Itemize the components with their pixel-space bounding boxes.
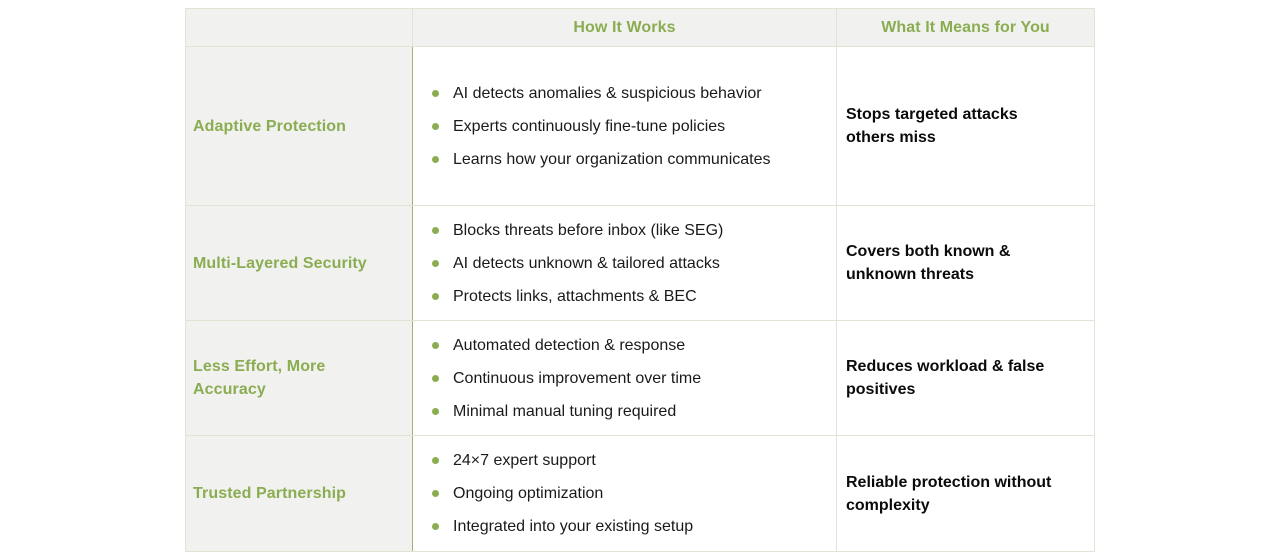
bullet-text: Experts continuously fine-tune policies (453, 117, 726, 135)
bullet-icon (432, 374, 439, 382)
bullet-icon (432, 155, 439, 163)
benefit-text: Stops targeted attacks others miss (846, 106, 1018, 146)
list-item: Minimal manual tuning required (432, 401, 830, 422)
how-it-works-cell: Blocks threats before inbox (like SEG) A… (412, 205, 837, 321)
benefit-text: Reduces workload & false positives (846, 358, 1045, 398)
feature-cell: Multi-Layered Security (185, 205, 413, 321)
bullet-text: AI detects anomalies & suspicious behavi… (453, 84, 762, 102)
bullet-icon (432, 292, 439, 300)
benefit-cell: Reliable protection without complexity (836, 435, 1095, 552)
bullet-icon (432, 457, 439, 464)
list-item: 24×7 expert support (432, 450, 830, 471)
list-item: Experts continuously fine-tune policies (432, 116, 830, 137)
bullet-text: Ongoing optimization (453, 485, 604, 502)
table-row-less-effort-more-accuracy: Less Effort, More Accuracy Automated det… (185, 320, 1095, 436)
bullet-text: Continuous improvement over time (453, 369, 702, 387)
bullet-text: AI detects unknown & tailored attacks (453, 254, 720, 272)
how-it-works-cell: 24×7 expert support Ongoing optimization… (412, 435, 837, 552)
how-it-works-header: How It Works (412, 8, 837, 47)
feature-cell: Less Effort, More Accuracy (185, 320, 413, 436)
list-item: Integrated into your existing setup (432, 516, 830, 537)
table-row-trusted-partnership: Trusted Partnership 24×7 expert support … (185, 435, 1095, 552)
benefit-cell: Covers both known & unknown threats (836, 205, 1095, 321)
feature-label: Multi-Layered Security (193, 254, 367, 272)
bullet-text: 24×7 expert support (453, 452, 596, 469)
bullet-text: Minimal manual tuning required (453, 402, 677, 420)
feature-cell: Trusted Partnership (185, 435, 413, 552)
what-it-means-header: What It Means for You (836, 8, 1095, 47)
bullet-icon (432, 523, 439, 530)
header-row: How It Works What It Means for You (185, 8, 1095, 47)
list-item: Automated detection & response (432, 335, 830, 356)
benefit-cell: Reduces workload & false positives (836, 320, 1095, 436)
bullet-list: 24×7 expert support Ongoing optimization… (432, 450, 830, 537)
list-item: Ongoing optimization (432, 483, 830, 504)
bullet-text: Protects links, attachments & BEC (453, 287, 697, 305)
feature-cell: Adaptive Protection (185, 46, 413, 206)
feature-column-header (185, 8, 413, 47)
bullet-icon (432, 341, 439, 349)
bullet-icon (432, 89, 439, 97)
bullet-text: Integrated into your existing setup (453, 518, 694, 535)
table-row-multi-layered-security: Multi-Layered Security Blocks threats be… (185, 205, 1095, 321)
benefit-text: Reliable protection without complexity (846, 473, 1052, 514)
feature-label: Trusted Partnership (193, 485, 347, 502)
list-item: Continuous improvement over time (432, 368, 830, 389)
benefit-text: Covers both known & unknown threats (846, 243, 1011, 283)
list-item: AI detects anomalies & suspicious behavi… (432, 83, 830, 104)
bullet-icon (432, 490, 439, 497)
feature-label: Adaptive Protection (193, 117, 347, 135)
how-it-works-cell: AI detects anomalies & suspicious behavi… (412, 46, 837, 206)
feature-label: Less Effort, More Accuracy (193, 358, 326, 398)
bullet-text: Blocks threats before inbox (like SEG) (453, 221, 724, 239)
comparison-table: How It Works What It Means for You Adapt… (185, 8, 1095, 552)
bullet-list: AI detects anomalies & suspicious behavi… (432, 83, 830, 170)
benefit-cell: Stops targeted attacks others miss (836, 46, 1095, 206)
bullet-list: Blocks threats before inbox (like SEG) A… (432, 220, 830, 307)
bullet-icon (432, 259, 439, 267)
how-it-works-cell: Automated detection & response Continuou… (412, 320, 837, 436)
bullet-list: Automated detection & response Continuou… (432, 335, 830, 422)
list-item: AI detects unknown & tailored attacks (432, 253, 830, 274)
list-item: Blocks threats before inbox (like SEG) (432, 220, 830, 241)
bullet-icon (432, 226, 439, 234)
list-item: Learns how your organization communicate… (432, 149, 830, 170)
bullet-icon (432, 407, 439, 415)
bullet-text: Automated detection & response (453, 336, 686, 354)
list-item: Protects links, attachments & BEC (432, 286, 830, 307)
table-row-adaptive-protection: Adaptive Protection AI detects anomalies… (185, 46, 1095, 206)
bullet-icon (432, 122, 439, 130)
bullet-text: Learns how your organization communicate… (453, 150, 771, 168)
